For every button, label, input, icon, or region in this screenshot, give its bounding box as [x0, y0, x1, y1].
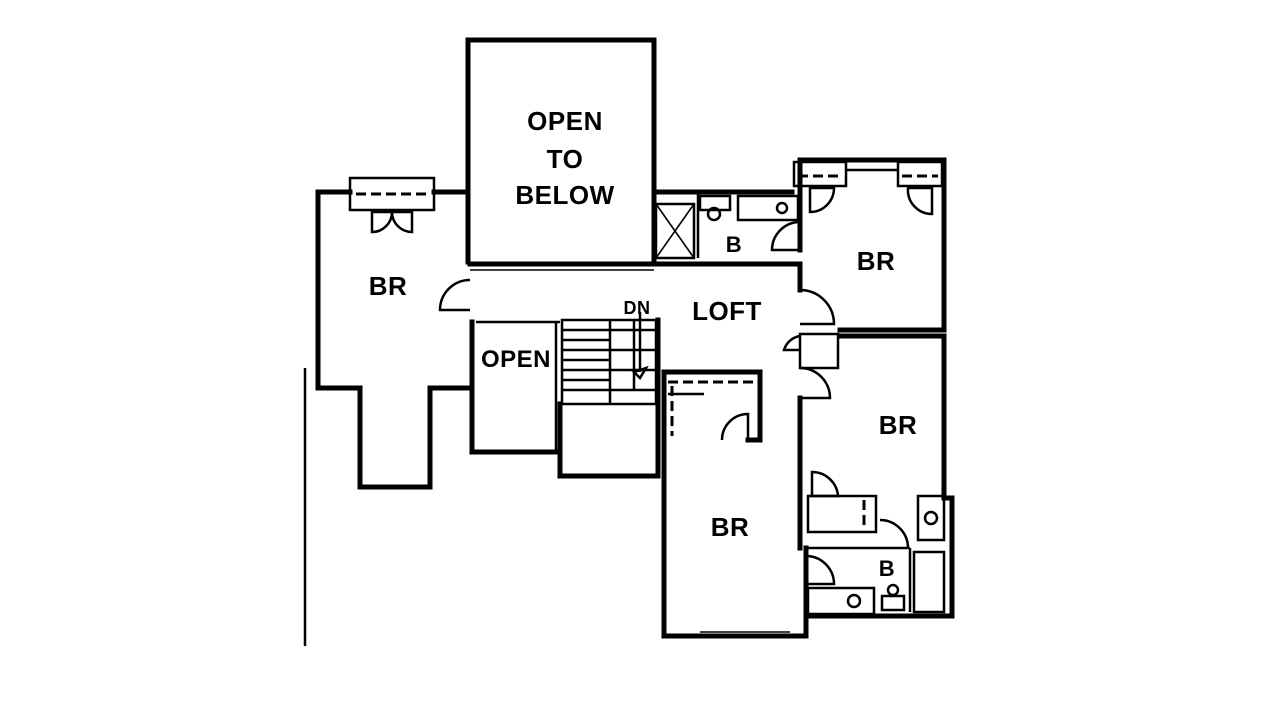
- north-bath: [651, 189, 801, 258]
- east-bedroom-door: [799, 366, 832, 400]
- south-bath-door: [879, 518, 910, 549]
- open-to-below-label-2: TO: [547, 144, 584, 174]
- east-bedroom: [797, 333, 947, 551]
- north-bath-door: [770, 220, 801, 252]
- east-bedroom-label: BR: [879, 410, 918, 440]
- closet-door: [720, 412, 750, 441]
- south-bedroom: [661, 437, 809, 639]
- open-to-below-label-1: OPEN: [527, 106, 603, 136]
- northeast-bedroom: [792, 157, 947, 333]
- stair-down: [557, 312, 661, 479]
- south-bedroom-label: BR: [711, 512, 750, 542]
- loft-label: LOFT: [692, 296, 762, 326]
- west-bedroom: [315, 176, 473, 490]
- stair-down-label: DN: [624, 298, 651, 318]
- south-bath-door-2: [805, 554, 836, 586]
- south-bedroom-closet: [661, 369, 763, 443]
- open-to-below-label-3: BELOW: [515, 180, 614, 210]
- open-area: [469, 319, 563, 455]
- west-bedroom-door: [438, 278, 471, 312]
- open-label: OPEN: [481, 346, 551, 373]
- west-bedroom-label: BR: [369, 271, 408, 301]
- stair-arrow-icon: [631, 365, 649, 381]
- open-to-below-area: [465, 37, 657, 265]
- northeast-bedroom-door: [799, 288, 836, 326]
- linen-closet: [654, 202, 696, 260]
- north-bath-label: B: [726, 232, 742, 257]
- east-hall-closet: [782, 332, 840, 370]
- south-bath-label: B: [879, 556, 895, 581]
- northeast-bedroom-label: BR: [857, 246, 896, 276]
